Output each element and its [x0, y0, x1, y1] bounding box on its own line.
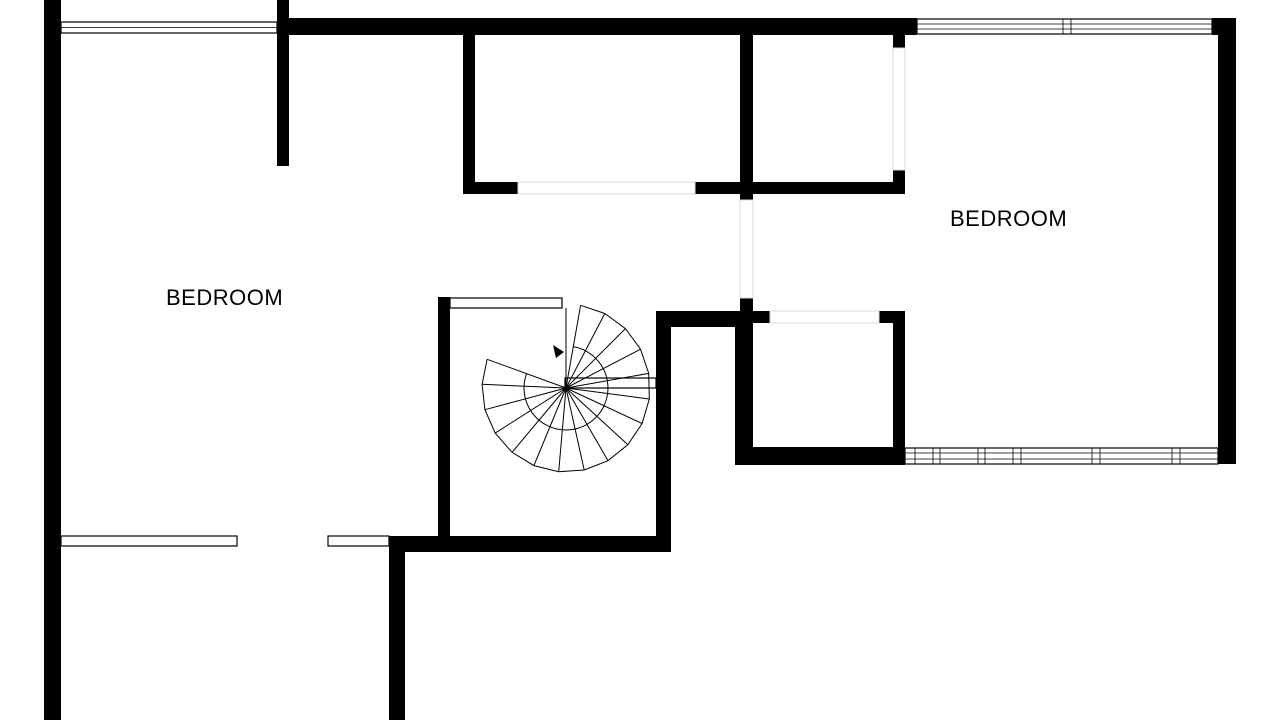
stair-tread — [533, 387, 567, 466]
opening-closet — [517, 181, 696, 195]
wall-top — [277, 18, 917, 35]
stair-tread — [565, 305, 582, 389]
stair-tread — [484, 387, 567, 411]
walls — [44, 0, 1236, 720]
partition-lower-left — [60, 535, 238, 547]
wall-bath-bottom — [740, 182, 905, 194]
stair-tread — [565, 313, 606, 389]
wall-top-right-stub — [893, 18, 905, 48]
wall-closet-bottom-right — [695, 182, 753, 194]
wall-closet2-right — [893, 311, 905, 464]
stair-tread — [565, 387, 650, 400]
stair-tread — [511, 387, 567, 453]
wall-stair-left — [438, 297, 450, 537]
stair-tread — [494, 387, 567, 434]
wall-bath-right-lower — [893, 170, 905, 194]
window-top-right — [916, 18, 1213, 35]
spiral-staircase-icon — [481, 304, 650, 473]
opening-bath-right — [892, 47, 906, 171]
wall-step-vertical — [656, 311, 671, 552]
opening-hall-vertical — [739, 199, 754, 299]
window-bottom-right — [904, 447, 1219, 465]
wall-left-outer — [44, 0, 61, 720]
openings — [517, 47, 906, 324]
wall-right-outer — [1218, 18, 1236, 464]
stair-direction-arrow-icon — [553, 345, 564, 358]
wall-partition-top-left — [277, 0, 289, 166]
wall-lower-vertical — [389, 536, 405, 720]
stair-tread — [565, 387, 629, 446]
windows — [60, 18, 1219, 547]
stair-tread — [482, 383, 567, 389]
room-label-bedroom-left: BEDROOM — [166, 285, 284, 310]
stair-landing-rail — [564, 377, 657, 389]
wall-step-top — [656, 311, 740, 327]
partition-lower-mid — [327, 535, 390, 547]
stair-tread — [565, 328, 626, 389]
wall-closet-bottom-left — [463, 182, 518, 194]
wall-closet2-bottom — [735, 447, 905, 465]
opening-closet2 — [769, 310, 880, 324]
stair-railing-top — [449, 297, 563, 309]
stair-tread — [558, 387, 567, 472]
wall-closet-left — [463, 35, 475, 194]
stair-tread — [486, 358, 567, 389]
stair-tread — [565, 387, 585, 471]
wall-stair-bottom — [389, 536, 671, 552]
wall-closet2-left — [735, 311, 753, 465]
stair-tread — [565, 372, 649, 389]
stair-tread — [565, 387, 609, 461]
stair-tread — [565, 387, 643, 424]
wall-center-vertical-top — [740, 35, 753, 200]
room-label-bedroom-right: BEDROOM — [950, 206, 1068, 231]
stair-tread — [565, 348, 641, 389]
